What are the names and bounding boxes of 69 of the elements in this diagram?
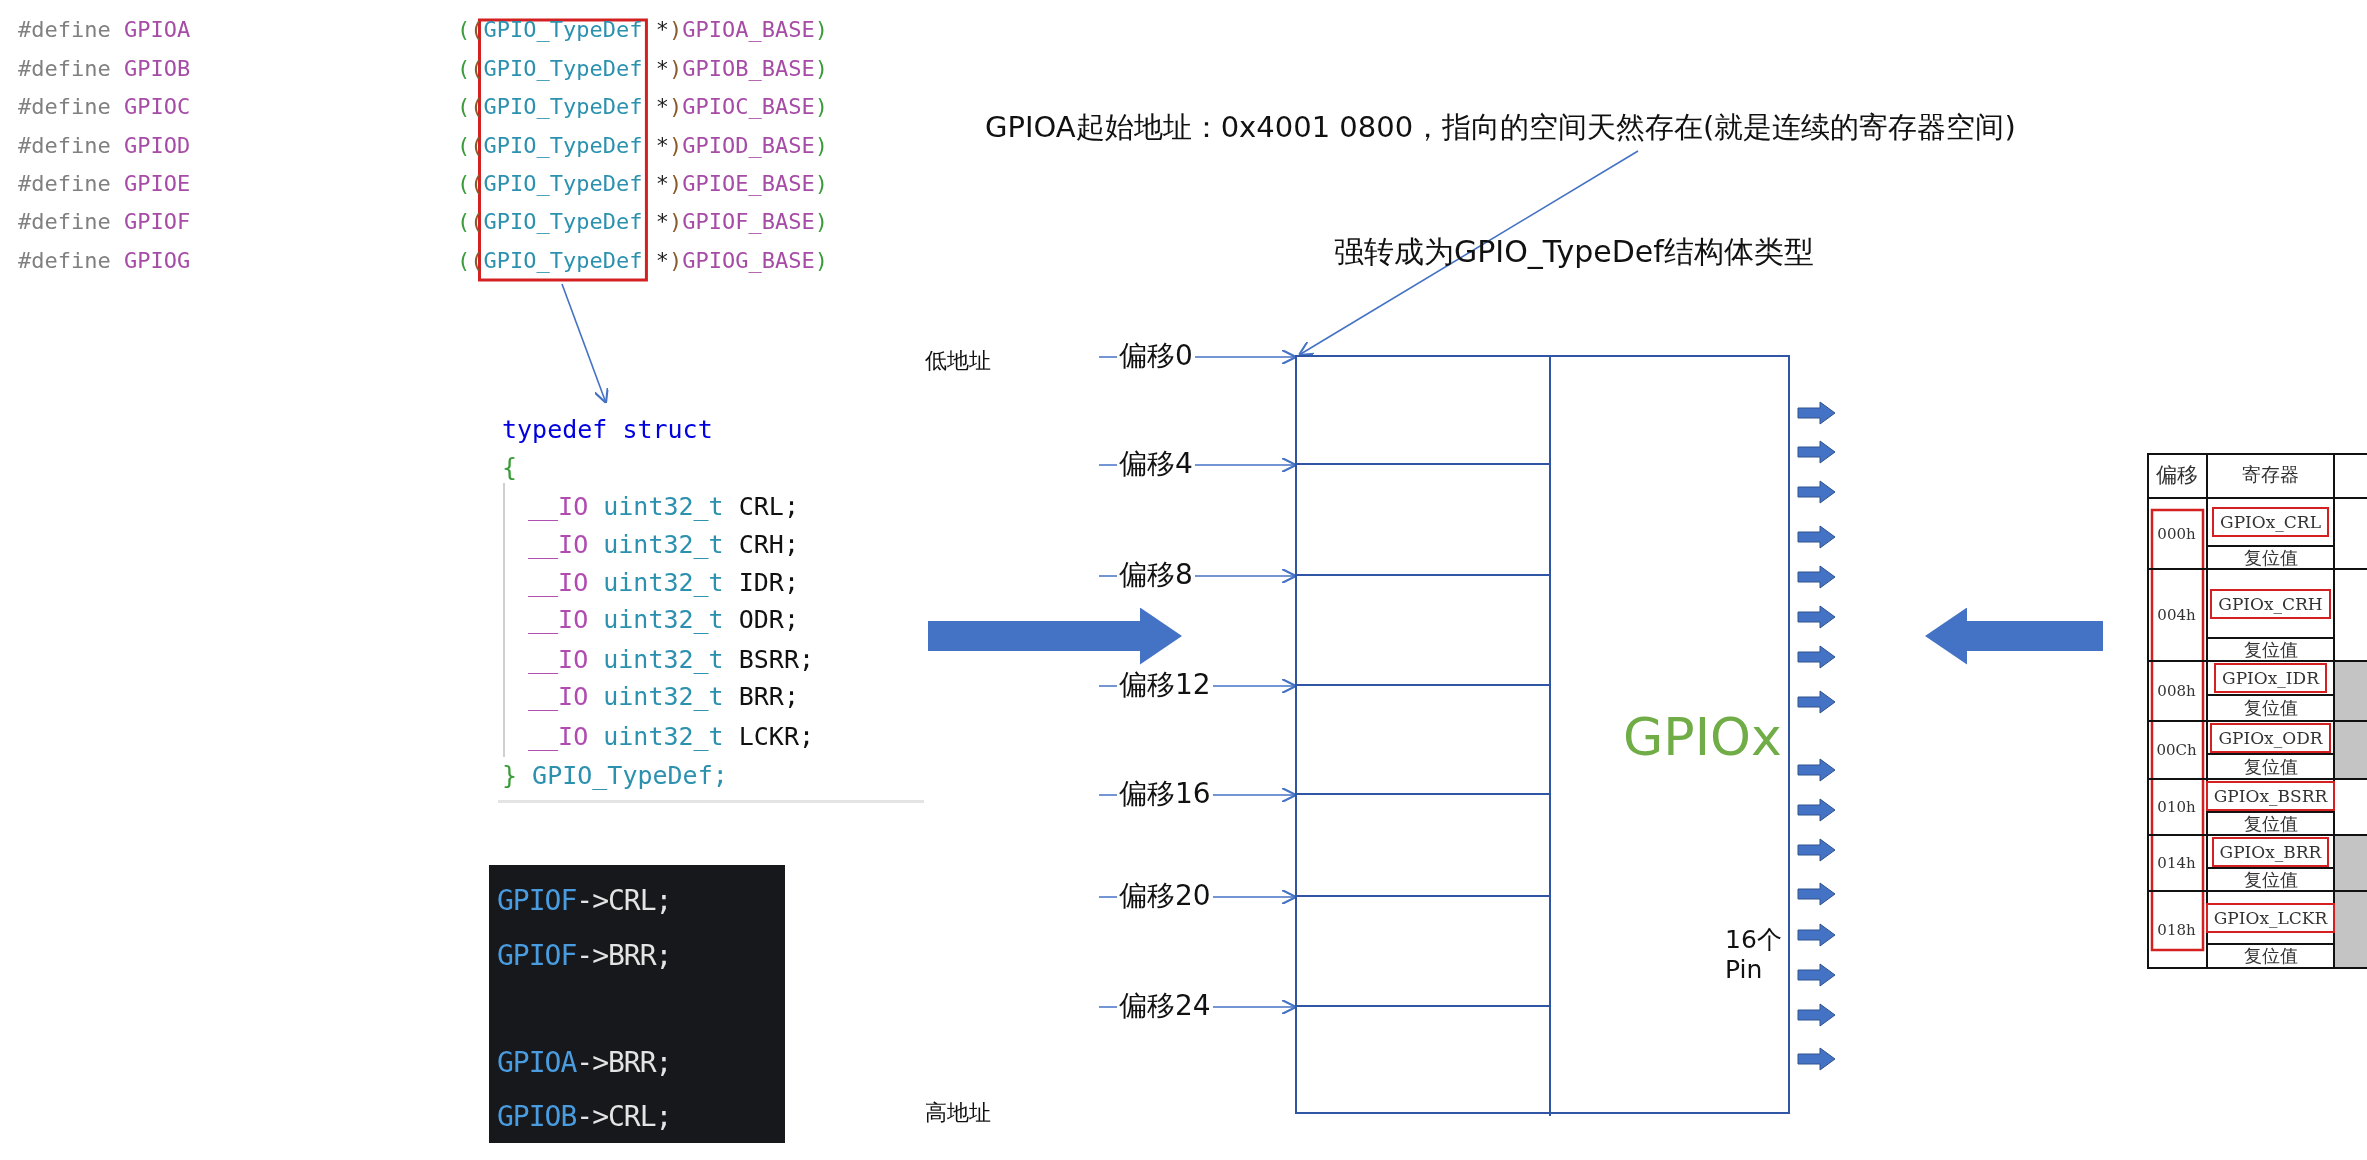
register-name: GPIOx_CRH	[2210, 588, 2331, 619]
cell-text: 014h	[2157, 854, 2196, 872]
register-name: GPIOx_CRL	[2212, 507, 2329, 537]
code-text: ((GPIO_TypeDef *)GPIOB_BASE)	[457, 55, 828, 83]
cell-text: 004h	[2157, 606, 2196, 624]
code-text: } GPIO_TypeDef;	[502, 760, 728, 792]
address-label: 高地址	[925, 1099, 991, 1127]
cell-text: 复位值	[2243, 545, 2298, 570]
annotation-text: GPIOA起始地址：0x4001 0800，指向的空间天然存在(就是连续的寄存器空间)	[985, 105, 2145, 149]
code-text: #define GPIOC	[18, 93, 191, 121]
block-arrow	[1925, 607, 2103, 665]
code-text: GPIOA->BRR;	[497, 1045, 672, 1081]
memory-cell	[1297, 465, 1551, 576]
arrow	[561, 283, 609, 405]
register-name: GPIOx_LCKR	[2205, 902, 2336, 933]
memory-cell	[1297, 795, 1551, 897]
code-text: {	[502, 452, 518, 484]
code-text: ((GPIO_TypeDef *)GPIOD_BASE)	[457, 132, 828, 160]
cell-text: 复位值	[2243, 637, 2298, 662]
code-text: __IO uint32_t BRR;	[528, 681, 799, 713]
code-text: GPIOF->CRL;	[497, 883, 672, 919]
block-title: GPIOx	[1623, 706, 1782, 769]
cell-text: 复位值	[2243, 696, 2298, 720]
register-name: GPIOx_ODR	[2210, 722, 2331, 753]
code-text: #define GPIOB	[18, 55, 191, 83]
cell-text: 偏移	[2155, 462, 2198, 489]
code-text: ((GPIO_TypeDef *)GPIOA_BASE)	[457, 16, 828, 44]
memory-cell	[1297, 576, 1551, 686]
cell-text: 010h	[2157, 798, 2196, 816]
block-arrow	[928, 607, 1182, 665]
cell-text: 008h	[2157, 682, 2196, 700]
code-text: ((GPIO_TypeDef *)GPIOG_BASE)	[457, 247, 828, 275]
code-text: ((GPIO_TypeDef *)GPIOF_BASE)	[457, 208, 828, 236]
code-text: GPIOF->BRR;	[497, 938, 672, 974]
code-text: ((GPIO_TypeDef *)GPIOE_BASE)	[457, 170, 828, 198]
code-text: #define GPIOF	[18, 208, 191, 236]
code-text: __IO uint32_t BSRR;	[528, 644, 814, 676]
register-name: GPIOx_IDR	[2214, 663, 2327, 693]
cell-text: 018h	[2157, 920, 2196, 939]
code-text: __IO uint32_t ODR;	[528, 604, 799, 636]
code-text: ((GPIO_TypeDef *)GPIOC_BASE)	[457, 93, 828, 121]
cell-text: 复位值	[2243, 754, 2298, 779]
register-name: GPIOx_BSRR	[2205, 780, 2336, 811]
cell-text: 复位值	[2243, 944, 2298, 968]
pin-count-text: 16个 Pin	[1725, 925, 1783, 985]
code-text: typedef struct	[502, 414, 713, 446]
code-text: __IO uint32_t IDR;	[528, 567, 799, 599]
code-text: __IO uint32_t CRL;	[528, 491, 799, 523]
arrow	[1297, 150, 1639, 357]
code-text: GPIOB->CRL;	[497, 1099, 672, 1135]
code-text: #define GPIOA	[18, 16, 191, 44]
code-panel	[489, 865, 785, 1143]
code-text: __IO uint32_t CRH;	[528, 529, 799, 561]
register-table	[2147, 453, 2367, 967]
cell-text: 000h	[2157, 524, 2196, 543]
register-name: GPIOx_BRR	[2211, 836, 2330, 867]
memory-block	[1295, 355, 1790, 1114]
code-text: __IO uint32_t LCKR;	[528, 721, 814, 753]
code-text: #define GPIOD	[18, 132, 191, 160]
cell-text: 复位值	[2243, 867, 2298, 892]
code-text: #define GPIOG	[18, 247, 191, 275]
address-label: 低地址	[925, 347, 991, 375]
cell-text: 寄存器	[2242, 462, 2299, 487]
cell-text: 复位值	[2243, 811, 2298, 836]
code-text: #define GPIOE	[18, 170, 191, 198]
memory-cell	[1297, 686, 1551, 795]
memory-cell	[1297, 897, 1551, 1007]
cell-text: 00Ch	[2156, 741, 2197, 759]
memory-cell	[1297, 357, 1551, 465]
